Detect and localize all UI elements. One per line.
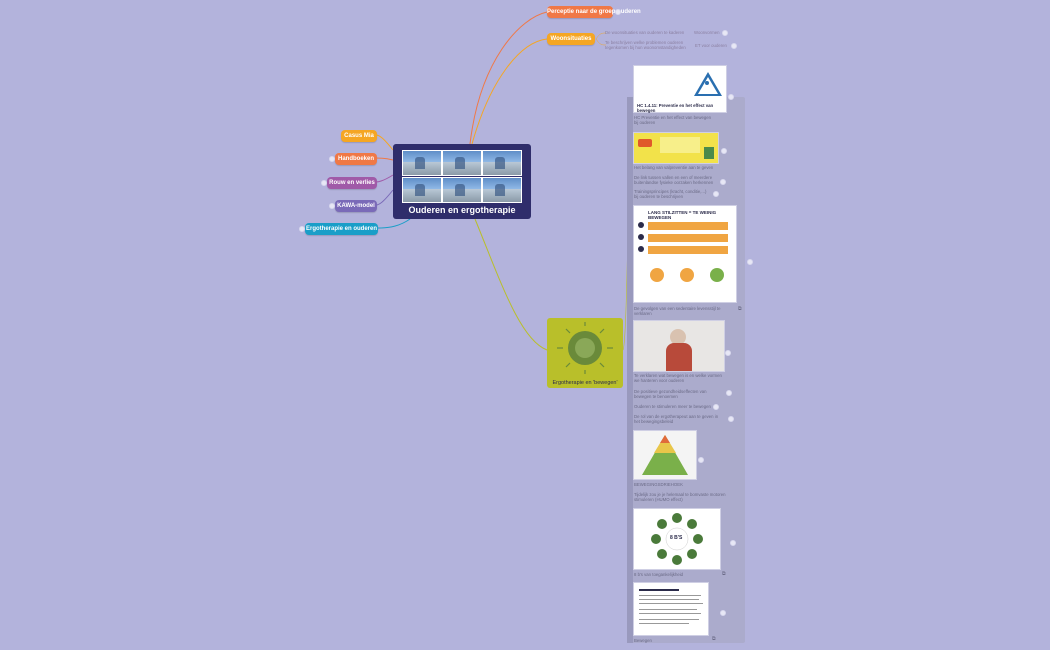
node-rouw-en-verlies[interactable]: Rouw en verlies — [327, 177, 377, 189]
stilzitten-title: LANG STILZITTEN = TE WEINIG BEWEGEN — [648, 210, 717, 220]
photo-5 — [442, 177, 482, 203]
node-ergotherapie-en-ouderen[interactable]: Ergotherapie en ouderen — [305, 223, 378, 235]
expand-thumb4-icon[interactable] — [725, 350, 731, 356]
eight-bs-diagram — [651, 513, 703, 565]
photo-4 — [402, 177, 442, 203]
right-item-1: Het belang van valpreventie aan te geven — [634, 165, 714, 170]
woon-sub-2: ET voor ouderen — [695, 43, 727, 48]
woon-item-2: Te beschrijven welke problemen ouderen t… — [605, 40, 686, 50]
thumb-preventie-title: HC 1.4.11: Preventie en het effect van b… — [637, 103, 714, 113]
right-item-6: De positieve gezondheidseffecten van bew… — [634, 389, 707, 399]
right-item-12: Bewegen — [634, 638, 652, 643]
bewegen-label: Ergotherapie en 'bewegen' — [552, 380, 618, 386]
node-handboeken[interactable]: Handboeken — [335, 153, 377, 165]
virus-figure-icon — [557, 322, 613, 374]
fall-warning-icon — [694, 72, 722, 96]
expand-thumb1-icon[interactable] — [728, 94, 734, 100]
right-item-2: De link tussen vallen en een of meerdere… — [634, 175, 714, 185]
node-casus-mia[interactable]: Casus Mia — [341, 130, 377, 142]
right-item-4: De gevolgen van een sedentaire levenssti… — [634, 306, 721, 316]
right-item-10: Tijdelijk zou je je helemaal te bomvaste… — [634, 492, 726, 502]
expand-item7-icon[interactable] — [713, 404, 719, 410]
link-icon-3[interactable]: ⧉ — [712, 636, 716, 642]
expand-item6-icon[interactable] — [726, 390, 732, 396]
thumb-vallen[interactable] — [633, 132, 719, 164]
expand-ergo-ouderen-icon[interactable] — [299, 226, 305, 232]
right-item-9: BEWEGINGSDRIEHOEK — [634, 482, 683, 487]
expand-rouw-icon[interactable] — [321, 180, 327, 186]
thumb-stilzitten[interactable]: LANG STILZITTEN = TE WEINIG BEWEGEN — [633, 205, 737, 303]
thumb-driehoek[interactable] — [633, 430, 697, 480]
right-item-7: Ouderen te stimuleren meer te bewegen — [634, 404, 711, 409]
photo-6 — [482, 177, 522, 203]
right-item-5: Te verklaren wat bewegen is en welke vor… — [634, 373, 722, 383]
link-icon-1[interactable]: ⧉ — [738, 306, 742, 312]
right-item-11: 8 b's van toegankelijkheid — [634, 572, 684, 577]
node-perceptie[interactable]: Perceptie naar de groep ouderen — [547, 6, 641, 18]
photo-3 — [482, 150, 522, 176]
right-item-3: Trainingsprincipes (kracht, conditie,...… — [634, 189, 707, 199]
expand-thumb7-icon[interactable] — [720, 610, 726, 616]
expand-et-icon[interactable] — [731, 43, 737, 49]
root-title: Ouderen en ergotherapie — [408, 205, 516, 215]
woon-sub-1: Woonvormen — [694, 30, 720, 35]
node-kawa-model[interactable]: KAWA-model — [335, 200, 377, 212]
expand-item3-icon[interactable] — [713, 191, 719, 197]
expand-thumb6-icon[interactable] — [730, 540, 736, 546]
thumb-8bs[interactable]: 8 B'S — [633, 508, 721, 570]
woon-item-1: De woonsituaties van ouderen te kaderen — [605, 30, 685, 35]
thumb-oudere-vrouw[interactable] — [633, 320, 725, 372]
thumb-preventie[interactable]: HC 1.4.11: Preventie en het effect van b… — [633, 65, 727, 113]
photo-2 — [442, 150, 482, 176]
expand-thumb5-icon[interactable] — [698, 457, 704, 463]
expand-woonvormen-icon[interactable] — [722, 30, 728, 36]
expand-item2-icon[interactable] — [720, 179, 726, 185]
expand-kawa-icon[interactable] — [329, 203, 335, 209]
thumb-document[interactable] — [633, 582, 709, 636]
expand-item8-icon[interactable] — [728, 416, 734, 422]
expand-perceptie-icon[interactable] — [615, 9, 621, 15]
pyramid-icon — [642, 435, 688, 475]
root-node[interactable]: Ouderen en ergotherapie — [393, 144, 531, 219]
eight-bs-label: 8 B'S — [670, 535, 683, 541]
expand-handboeken-icon[interactable] — [329, 156, 335, 162]
expand-thumb2-icon[interactable] — [721, 148, 727, 154]
photo-1 — [402, 150, 442, 176]
expand-thumb3-icon[interactable] — [747, 259, 753, 265]
node-woonsituaties[interactable]: Woonsituaties — [547, 33, 595, 45]
right-item-8: De rol van de ergotherapeut aan te geven… — [634, 414, 719, 424]
node-ergo-bewegen[interactable]: Ergotherapie en 'bewegen' — [547, 318, 623, 388]
link-icon-2[interactable]: ⧉ — [722, 571, 726, 577]
right-item-0: HC Preventie en het effect van bewegen b… — [634, 115, 712, 125]
